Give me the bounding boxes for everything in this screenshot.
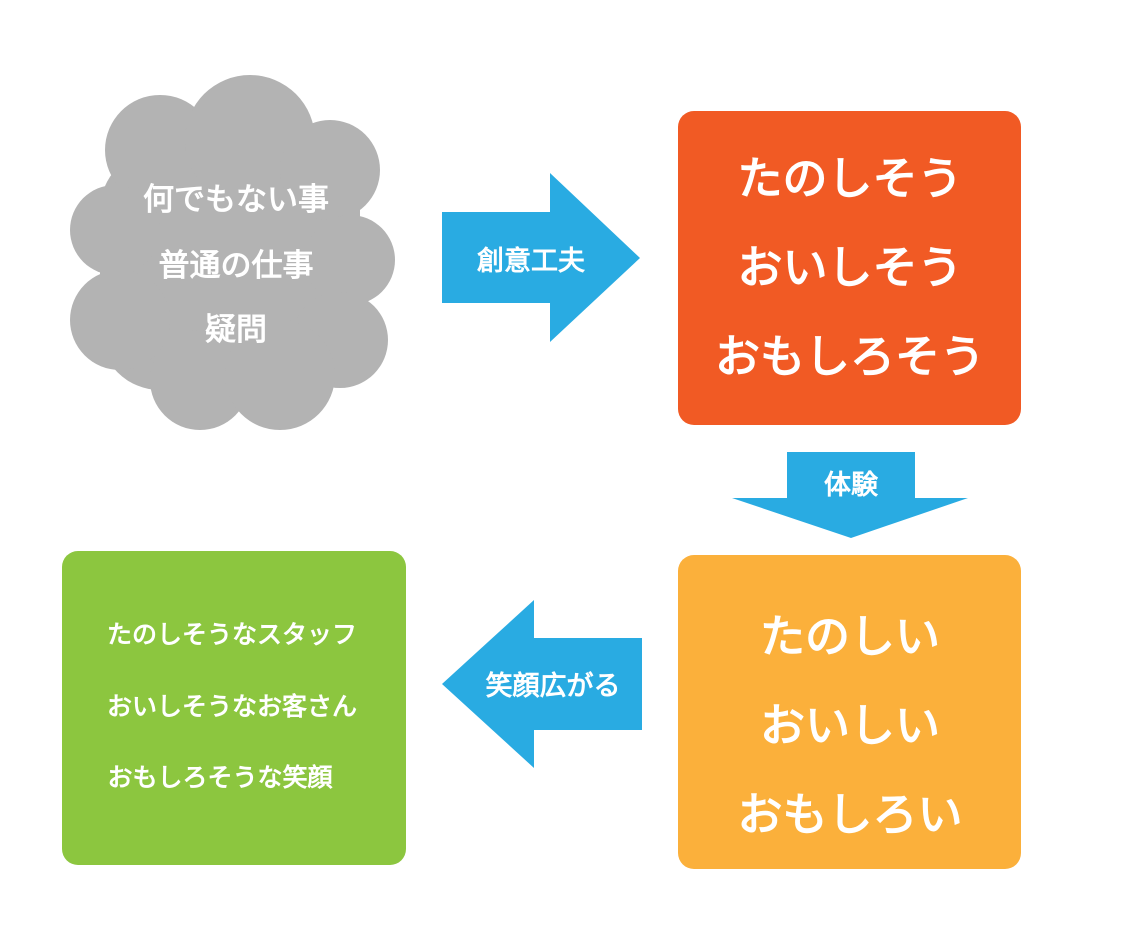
arrow-left-shape <box>442 600 642 768</box>
box-orange-bg <box>678 111 1021 425</box>
box-orange-line-1: たのしそう <box>737 152 962 205</box>
cloud-line-1: 何でもない事 <box>143 182 329 218</box>
box-green-line-1: たのしそうなスタッフ <box>107 620 357 649</box>
box-green-bg <box>62 551 406 865</box>
box-yellow-bg <box>678 555 1021 869</box>
box-orange: たのしそう おいしそう おもしろそう <box>678 111 1021 425</box>
cloud-line-2: 普通の仕事 <box>159 248 314 284</box>
arrow-right: 創意工夫 <box>442 173 640 342</box>
box-yellow: たのしい おいしい おもしろい <box>678 555 1021 869</box>
cloud-node: 何でもない事 普通の仕事 疑問 <box>70 75 395 430</box>
box-yellow-line-3: おもしろい <box>737 788 962 841</box>
box-orange-line-3: おもしろそう <box>715 330 985 383</box>
arrow-right-label: 創意工夫 <box>477 245 586 277</box>
box-yellow-line-2: おいしい <box>760 699 940 752</box>
box-orange-line-2: おいしそう <box>737 241 962 294</box>
cloud-line-3: 疑問 <box>205 312 267 348</box>
box-green: たのしそうなスタッフ おいしそうなお客さん おもしろそうな笑顔 <box>62 551 406 865</box>
cloud-shape <box>70 75 395 430</box>
arrow-down-label: 体験 <box>824 470 879 501</box>
arrow-down-shape <box>732 452 968 538</box>
arrow-left-label: 笑顔広がる <box>486 670 621 702</box>
box-yellow-line-1: たのしい <box>760 610 940 663</box>
arrow-left: 笑顔広がる <box>442 600 642 768</box>
box-green-line-2: おいしそうなお客さん <box>107 692 357 721</box>
arrow-down: 体験 <box>732 452 968 538</box>
arrow-right-shape <box>442 173 640 342</box>
box-green-line-3: おもしろそうな笑顔 <box>107 763 333 792</box>
